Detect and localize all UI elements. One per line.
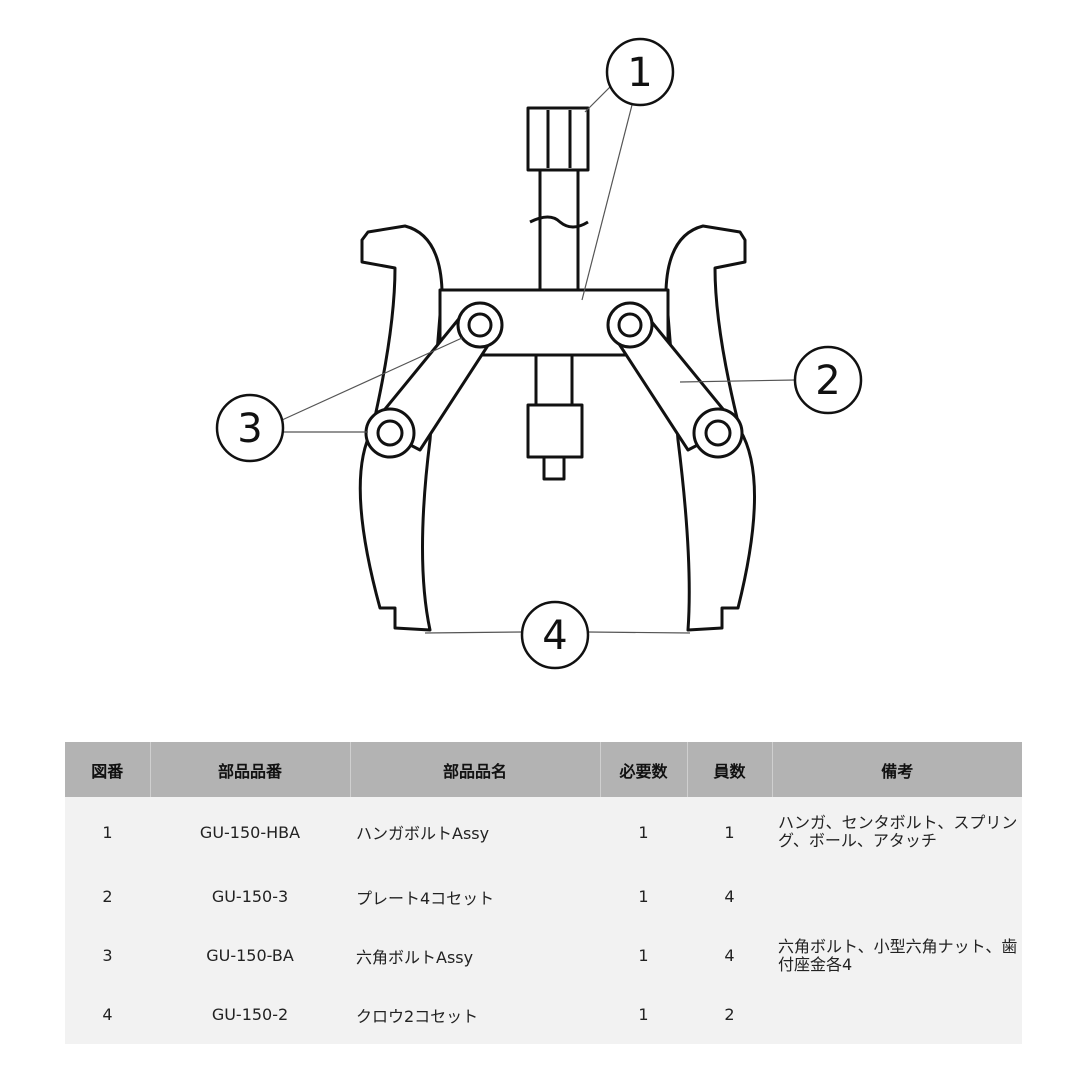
- cell-remarks: [772, 985, 1022, 1044]
- callout-3: [215, 393, 285, 463]
- header-required-qty: 必要数: [599, 742, 687, 797]
- hanger-bolt-head: [526, 106, 590, 172]
- cell-figure-no: 2: [65, 867, 150, 926]
- cell-figure-no: 1: [65, 797, 150, 867]
- cell-unit-qty: 4: [687, 867, 772, 926]
- cell-remarks: ハンガ、センタボルト、スプリング、ボール、アタッチ: [772, 797, 1022, 867]
- cell-required-qty: 1: [600, 797, 687, 867]
- header-unit-qty: 員数: [686, 742, 772, 797]
- cell-unit-qty: 4: [687, 926, 772, 985]
- header-figure-no: 図番: [65, 742, 150, 797]
- table-row: 3 GU-150-BA 六角ボルトAssy 1 4 六角ボルト、小型六角ナット、…: [65, 926, 1022, 985]
- header-remarks: 備考: [771, 742, 1022, 797]
- cell-remarks: 六角ボルト、小型六角ナット、歯付座金各4: [772, 926, 1022, 985]
- puller-parts-diagram: 1 2 3 4: [215, 37, 863, 670]
- cell-figure-no: 4: [65, 985, 150, 1044]
- callout-2-label: 2: [815, 358, 840, 404]
- callout-3-label: 3: [237, 406, 262, 452]
- table-row: 2 GU-150-3 プレート4コセット 1 4: [65, 867, 1022, 926]
- cell-part-name: プレート4コセット: [350, 867, 600, 926]
- callout-1-label: 1: [627, 50, 652, 96]
- cell-required-qty: 1: [600, 985, 687, 1044]
- callout-1: [605, 37, 675, 107]
- header-part-name: 部品品名: [349, 742, 600, 797]
- parts-table: 図番 部品品番 部品品名 必要数 員数 備考 1 GU-150-HBA ハンガボ…: [65, 742, 1022, 1044]
- callout-4-label: 4: [542, 613, 567, 659]
- attachment-nut: [526, 403, 584, 459]
- cell-part-no: GU-150-HBA: [150, 797, 350, 867]
- table-row: 1 GU-150-HBA ハンガボルトAssy 1 1 ハンガ、センタボルト、ス…: [65, 797, 1022, 867]
- table-row: 4 GU-150-2 クロウ2コセット 1 2: [65, 985, 1022, 1044]
- cell-required-qty: 1: [600, 867, 687, 926]
- cell-unit-qty: 1: [687, 797, 772, 867]
- cell-part-no: GU-150-3: [150, 867, 350, 926]
- cell-figure-no: 3: [65, 926, 150, 985]
- cell-part-name: クロウ2コセット: [350, 985, 600, 1044]
- cell-remarks: [772, 867, 1022, 926]
- cell-part-name: 六角ボルトAssy: [350, 926, 600, 985]
- cell-unit-qty: 2: [687, 985, 772, 1044]
- cell-part-no: GU-150-2: [150, 985, 350, 1044]
- cell-part-name: ハンガボルトAssy: [350, 797, 600, 867]
- callout-2: [793, 345, 863, 415]
- table-header-row: 図番 部品品番 部品品名 必要数 員数 備考: [65, 742, 1022, 797]
- header-part-no: 部品品番: [149, 742, 350, 797]
- cell-required-qty: 1: [600, 926, 687, 985]
- center-bolt-shaft: [538, 168, 580, 294]
- cell-part-no: GU-150-BA: [150, 926, 350, 985]
- callout-4: [520, 600, 590, 670]
